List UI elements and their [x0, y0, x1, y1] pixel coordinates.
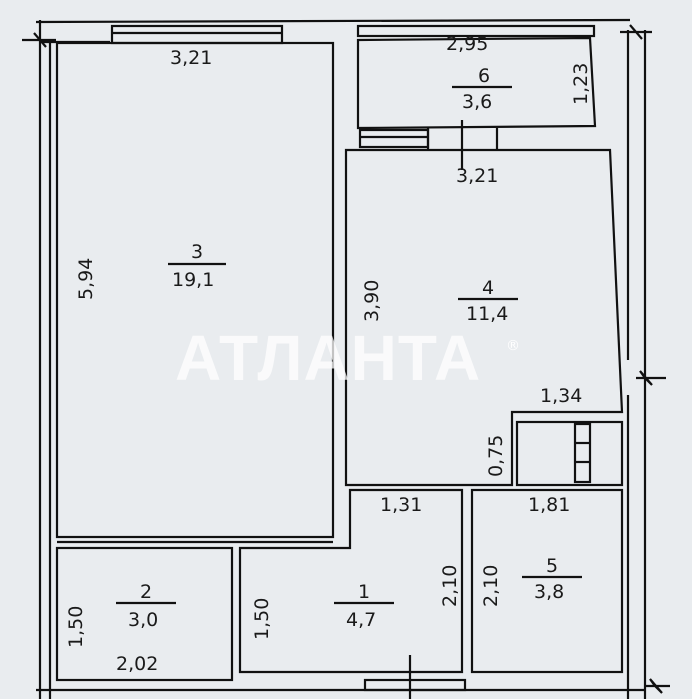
- room-2-length: 1,50: [65, 606, 87, 648]
- windows: [110, 24, 596, 149]
- room-1-area: 4,7: [346, 609, 376, 631]
- room-5-number: 5: [546, 555, 558, 577]
- room-5: [470, 488, 624, 674]
- room-4-width: 3,21: [456, 165, 498, 187]
- room-1-length-2: 1,50: [251, 598, 273, 640]
- closet-width: 1,34: [540, 385, 582, 407]
- room-3-area: 19,1: [172, 269, 214, 291]
- room-3-number: 3: [191, 241, 203, 263]
- room-3-length: 5,94: [75, 258, 97, 300]
- room-2-number: 2: [140, 581, 152, 603]
- room-2-area: 3,0: [128, 609, 158, 631]
- room-1: [238, 488, 464, 674]
- closet: [515, 420, 624, 487]
- room-5-width: 1,81: [528, 494, 570, 516]
- room-6-number: 6: [478, 65, 490, 87]
- room-5-area: 3,8: [534, 581, 564, 603]
- room-4: [344, 148, 624, 487]
- room-4-area: 11,4: [466, 303, 508, 325]
- room-3-width: 3,21: [170, 47, 212, 69]
- room-4-length: 3,90: [361, 280, 383, 322]
- room-6-area: 3,6: [462, 91, 492, 113]
- watermark-registered-mark: ®: [506, 338, 520, 354]
- room-2: [55, 546, 234, 682]
- outer-walls: [22, 18, 670, 699]
- room-5-length: 2,10: [480, 565, 502, 607]
- closet-length: 0,75: [485, 435, 507, 477]
- room-4-number: 4: [482, 277, 494, 299]
- room-1-length: 2,10: [439, 565, 461, 607]
- room-3: [55, 41, 335, 539]
- watermark-logo: АТЛАНТА: [175, 322, 481, 394]
- room-6-width: 2,95: [446, 33, 488, 55]
- room-6: [356, 36, 597, 130]
- room-2-width: 2,02: [116, 653, 158, 675]
- room-6-length: 1,23: [570, 63, 592, 105]
- room-1-number: 1: [358, 581, 370, 603]
- room-1-width: 1,31: [380, 494, 422, 516]
